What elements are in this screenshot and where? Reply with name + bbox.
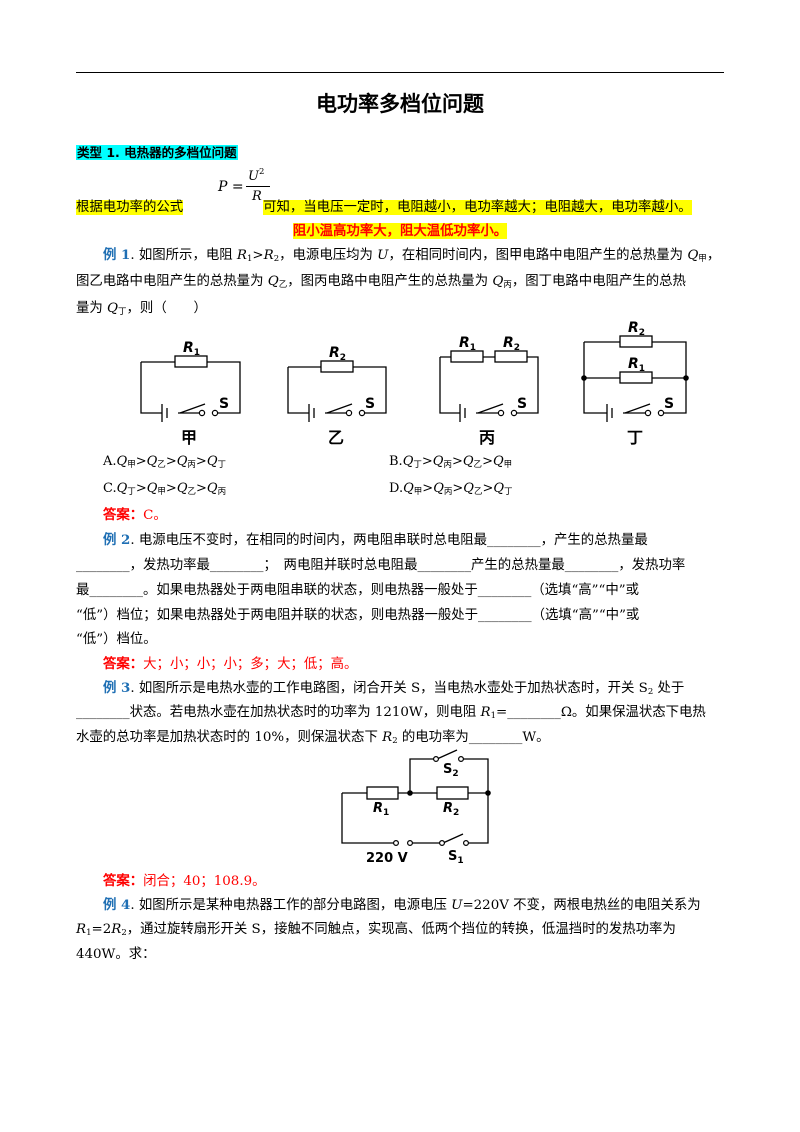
rule-line: 阻小温高功率大，阻大温低功率小。	[292, 223, 508, 239]
caption-bing: 丙	[479, 428, 495, 447]
power-formula: P = U2 R	[218, 167, 270, 211]
ex1-answer: 答案：C。	[103, 507, 167, 523]
ex3-s1-label: S1	[448, 849, 464, 866]
ex1-jia-r1-label: R1	[183, 340, 200, 358]
section-heading: 类型 1. 电热器的多档位问题	[76, 143, 726, 164]
ex2-line-5: “低”）档位。	[76, 632, 157, 647]
ex4-line-1: 例 4. 如图所示是某种电热器工作的部分电路图，电源电压 U=220V 不变，两…	[103, 897, 701, 913]
ex3-line-3: 水壶的总功率是加热状态时的 10%，则保温状态下 R2 的电功率为_______…	[76, 730, 550, 746]
top-rule	[76, 72, 724, 73]
ex3-s2-label: S2	[443, 762, 459, 779]
svg-text:S: S	[219, 396, 229, 412]
ex2-answer: 答案：大；小；小；小；多；大；低；高。	[103, 656, 358, 672]
ex3-voltage-label: 220 V	[366, 851, 408, 866]
ex1-option-d[interactable]: D.Q甲>Q丙>Q乙>Q丁	[389, 481, 513, 497]
ex1-option-a[interactable]: A.Q甲>Q乙>Q丙>Q丁	[103, 454, 226, 470]
page-title: 电功率多档位问题	[316, 92, 484, 116]
ex3-line-1: 例 3. 如图所示是电热水壶的工作电路图，闭合开关 S，当电热水壶处于加热状态时…	[103, 680, 685, 697]
ex1-circuit-diagrams: R1 R2 R1 R2 R2 R1 S S S S 甲 乙 丙 丁	[140, 320, 689, 447]
intro-line: 根据电功率的公式可知，当电压一定时，电阻越小，电功率越大；电阻越大，电功率越小。	[76, 200, 692, 215]
ex1-option-b[interactable]: B.Q丁>Q丙>Q乙>Q甲	[389, 454, 513, 470]
ex4-line-3: 440W。求：	[76, 947, 156, 962]
ex1-bing-r1-label: R1	[459, 335, 476, 353]
ex3-circuit-diagram: S2 R1 R2 220 V S1	[341, 749, 491, 866]
ex2-line-4: “低”）档位；如果电热器处于两电阻并联的状态，则电热器一般处于________（…	[76, 608, 640, 623]
ex1-bing-r2-label: R2	[503, 335, 520, 353]
ex1-ding-r2-label: R2	[628, 320, 645, 338]
ex1-line-3: 量为 Q丁，则（ ）	[76, 301, 207, 317]
caption-ding: 丁	[627, 428, 643, 447]
ex3-r2-label: R2	[443, 801, 459, 818]
caption-yi: 乙	[328, 428, 344, 447]
section-1-label: 类型 1. 电热器的多档位问题	[76, 145, 238, 160]
ex4-line-2: R1=2R2，通过旋转扇形开关 S，接触不同触点，实现高、低两个挡位的转换，低温…	[76, 922, 676, 938]
ex3-r1-label: R1	[373, 801, 389, 818]
svg-text:S: S	[365, 396, 375, 412]
ex3-answer: 答案：闭合；40；108.9。	[103, 873, 266, 889]
ex2-line-1: 例 2. 电源电压不变时，在相同的时间内，两电阻串联时总电阻最________，…	[103, 532, 648, 548]
ex1-line-1: 例 1. 如图所示，电阻 R1>R2，电源电压均为 U，在相同时间内，图甲电路中…	[103, 247, 721, 264]
svg-text:S: S	[664, 396, 674, 412]
caption-jia: 甲	[181, 428, 197, 447]
ex1-ding-r1-label: R1	[628, 356, 645, 374]
ex2-line-3: 最________。如果电热器处于两电阻串联的状态，则电热器一般处于______…	[76, 583, 640, 598]
ex1-yi-r2-label: R2	[329, 345, 346, 363]
ex3-line-2: ________状态。若电热水壶在加热状态时的功率为 1210W，则电阻 R1=…	[76, 705, 706, 721]
svg-text:S: S	[517, 396, 527, 412]
ex1-line-2: 图乙电路中电阻产生的总热量为 Q乙，图丙电路中电阻产生的总热量为 Q丙，图丁电路…	[76, 274, 686, 290]
ex2-line-2: ________，发热功率最________； 两电阻并联时总电阻最______…	[76, 558, 686, 573]
ex1-option-c[interactable]: C.Q丁>Q甲>Q乙>Q丙	[103, 481, 227, 497]
